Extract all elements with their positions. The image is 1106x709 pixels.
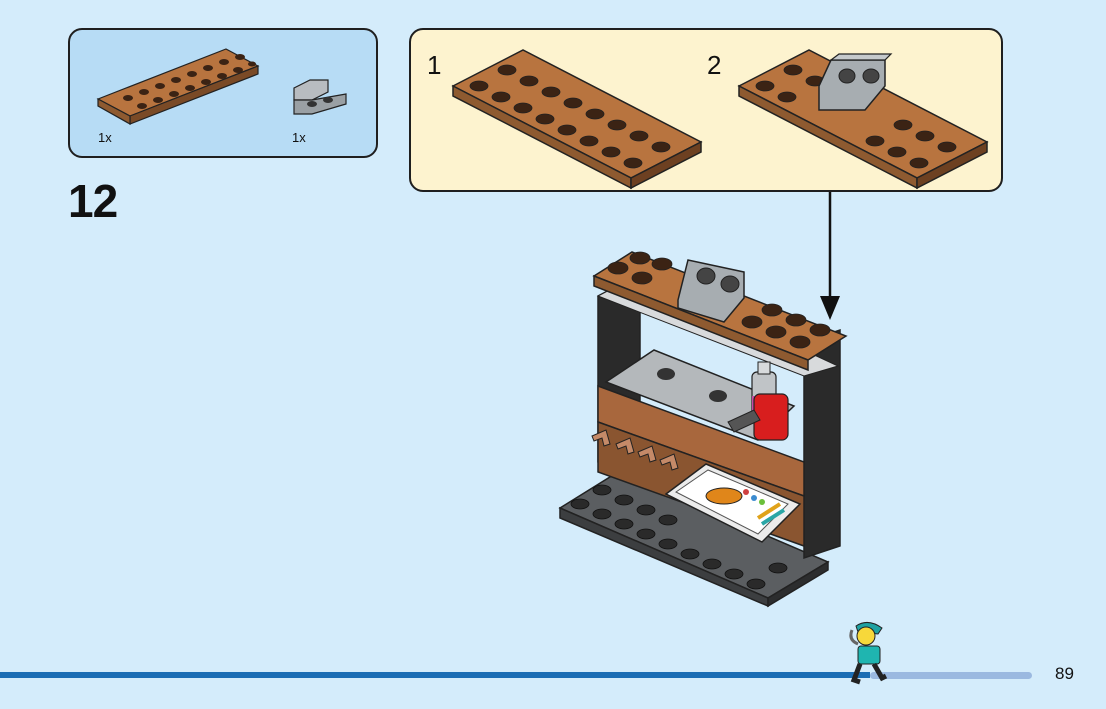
part-qty-1: 1x (98, 130, 112, 145)
bottom-progress-bar (0, 672, 870, 678)
substep-1-brown-plate (451, 49, 703, 190)
page-number: 89 (1055, 664, 1074, 683)
parts-list-box: 1x 1x (68, 28, 378, 158)
gray-bracket-icon (293, 79, 347, 115)
minifigure-icon (849, 622, 888, 685)
substep-2-plate-with-bracket (737, 49, 989, 190)
arrow-down-icon (820, 192, 840, 320)
step-number: 12 (68, 175, 118, 227)
part-qty-2: 1x (292, 130, 306, 145)
model-shelf-assembly (558, 251, 848, 608)
substep-number-1: 1 (427, 50, 442, 80)
substep-number-2: 2 (707, 50, 722, 80)
bottom-bar-extension (870, 672, 1032, 679)
brown-plate-icon (96, 48, 260, 126)
substep-box: 1 2 (409, 28, 1003, 192)
